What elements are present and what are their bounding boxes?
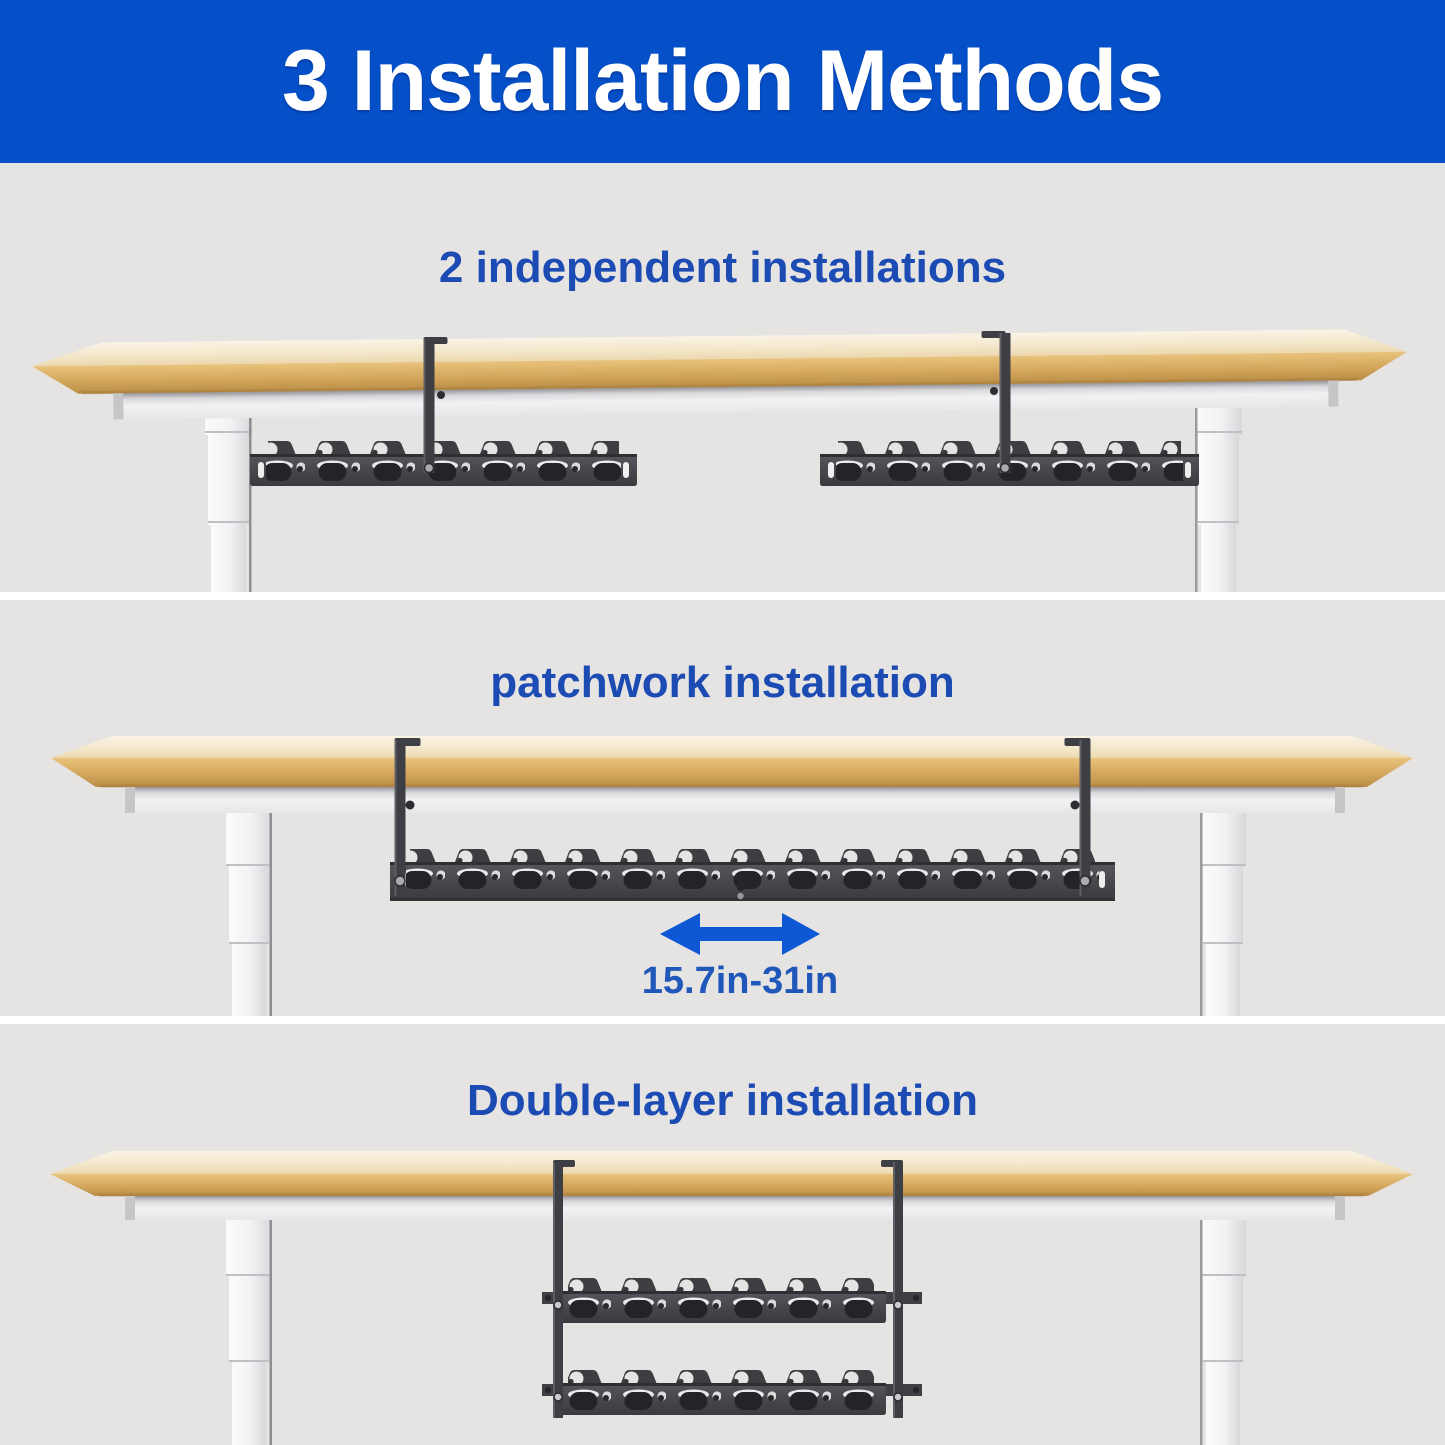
cable-tray-left xyxy=(250,441,637,486)
desk-illustration-patchwork xyxy=(51,736,1413,1016)
desk-leg-right xyxy=(1200,1214,1246,1445)
header-banner: 3 Installation Methods xyxy=(0,0,1445,163)
desk-tabletop xyxy=(31,329,1407,420)
desk-tabletop xyxy=(50,1151,1413,1220)
method-panel-patchwork: patchwork installation 15.7in-31in xyxy=(0,600,1445,1016)
desk-leg-right xyxy=(1200,806,1246,1016)
cable-tray-patchwork xyxy=(390,849,1115,901)
method-panel-double-layer: Double-layer installation xyxy=(0,1024,1445,1445)
tray-joint-slot xyxy=(737,873,744,891)
panel-title-double-layer: Double-layer installation xyxy=(467,1076,978,1125)
page-title: 3 Installation Methods xyxy=(281,33,1164,129)
desk-leg-left xyxy=(205,401,252,592)
desk-leg-right xyxy=(1195,395,1242,592)
clamp-bracket-right xyxy=(1064,738,1091,896)
measurement-label: 15.7in-31in xyxy=(641,960,839,1002)
hanger-strap-right xyxy=(881,1160,903,1418)
cable-tray-upper xyxy=(542,1278,922,1323)
cable-tray-lower xyxy=(542,1370,922,1415)
hanger-strap-left xyxy=(553,1160,575,1418)
width-range-arrow-icon xyxy=(660,913,820,955)
panel-title-patchwork: patchwork installation xyxy=(490,658,955,707)
desk-leg-left xyxy=(226,806,272,1016)
panel-title-independent: 2 independent installations xyxy=(438,243,1007,292)
clamp-bracket-left xyxy=(423,337,448,474)
method-panel-independent: 2 independent installations xyxy=(0,163,1445,592)
clamp-bracket-right xyxy=(981,331,1011,474)
desk-illustration-double-layer xyxy=(50,1151,1413,1445)
panel-separator xyxy=(0,1016,1445,1024)
desk-leg-left xyxy=(226,1214,272,1445)
desk-illustration-independent xyxy=(31,329,1407,592)
panel-separator xyxy=(0,592,1445,600)
clamp-bracket-left xyxy=(394,738,421,896)
desk-tabletop xyxy=(51,736,1413,813)
